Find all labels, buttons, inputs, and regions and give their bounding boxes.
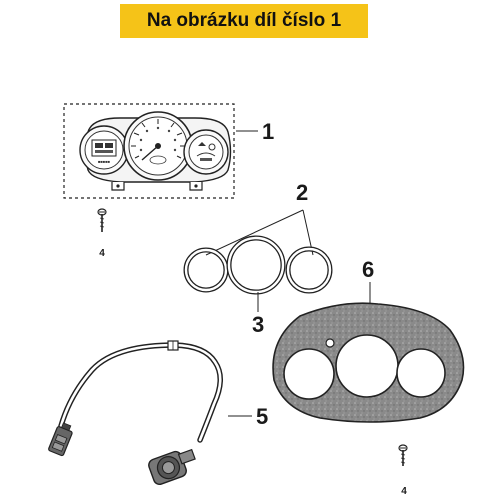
callout-6: 6: [362, 257, 374, 282]
callout-5: 5: [256, 404, 268, 429]
part-5-speedometer-cable: [48, 340, 223, 486]
callout-2: 2: [296, 180, 308, 205]
part-2-ring-left: [183, 247, 229, 293]
part-1-dashed-frame: [63, 103, 235, 199]
callout-3: 3: [252, 312, 264, 337]
svg-text:■■■■■: ■■■■■: [98, 159, 111, 164]
part-1-instrument-cluster: ■■■■■: [63, 103, 235, 199]
callout-4-bottom: 4: [401, 486, 407, 497]
callout-4-top: 4: [99, 248, 105, 259]
part-2-ring-right: [285, 246, 333, 294]
part-6-bezel-panel: [272, 302, 465, 423]
banner-title: Na obrázku díl číslo 1: [120, 4, 368, 38]
callout-1: 1: [262, 119, 274, 144]
part-4-screw-top: [97, 208, 107, 232]
part-2-leader-left: [205, 209, 304, 256]
part-4-screw-bottom: [398, 444, 408, 466]
part-3-ring-center: [226, 235, 286, 295]
